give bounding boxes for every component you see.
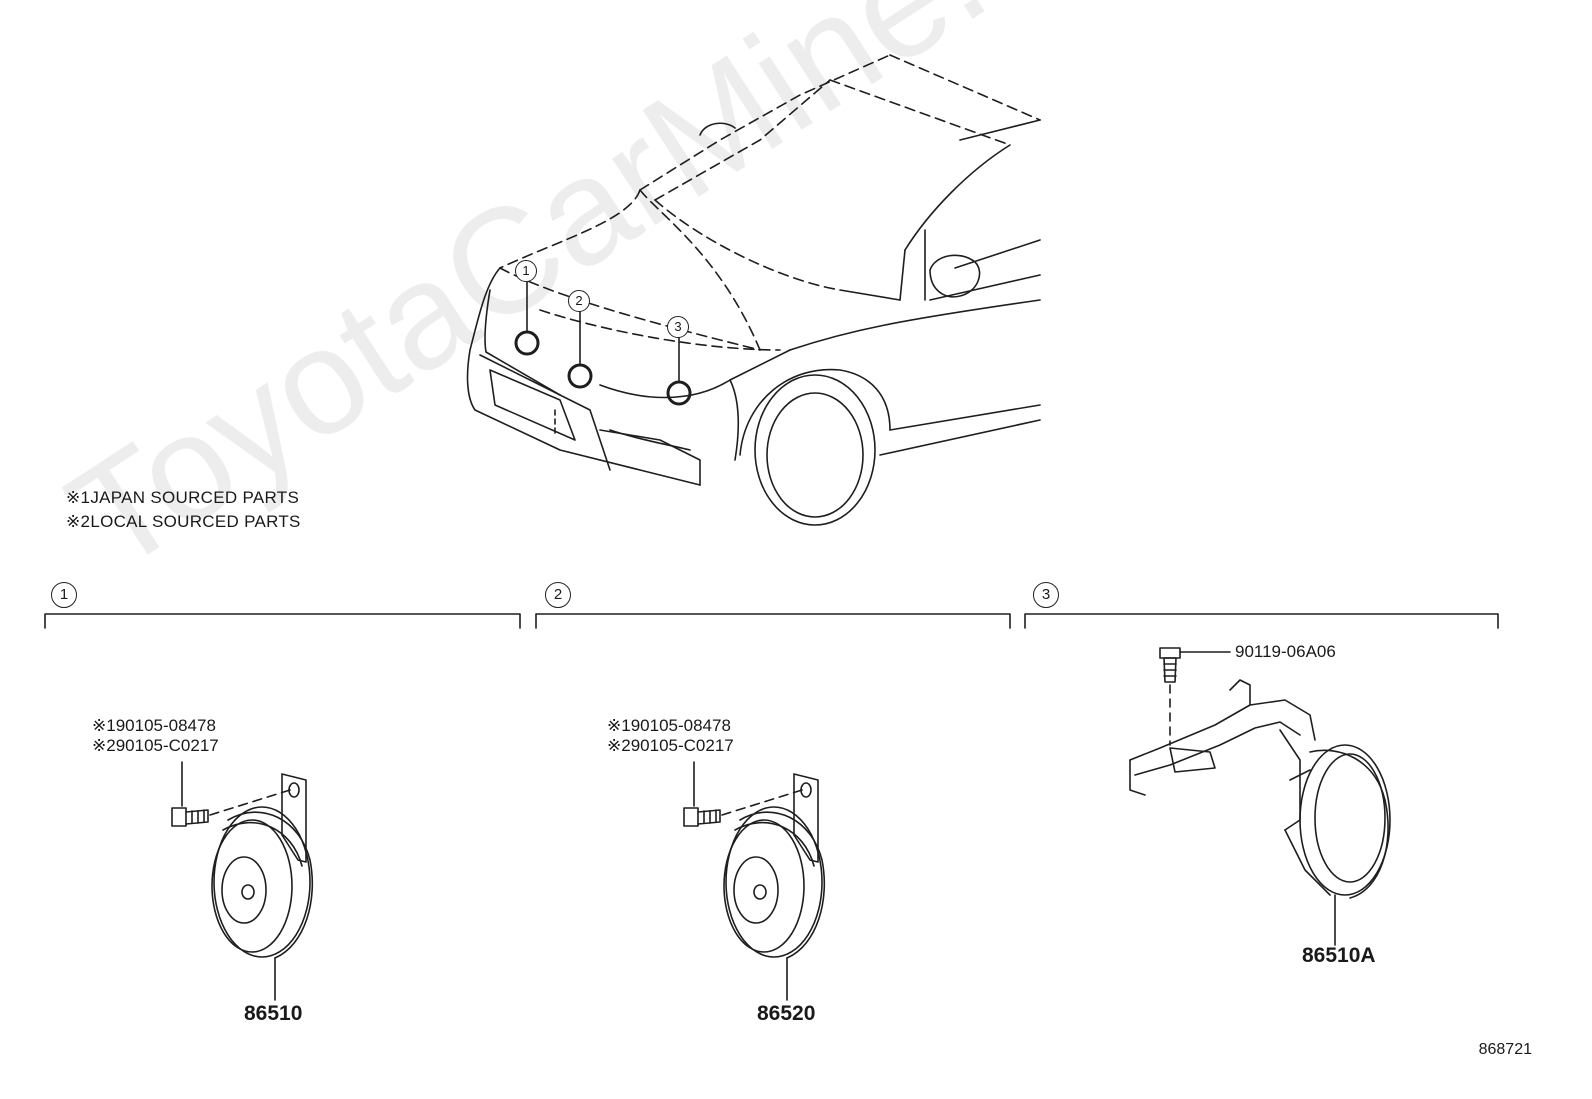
diagram-id: 868721 xyxy=(1478,1041,1532,1058)
section-3-horn-part[interactable]: 86510A xyxy=(1302,944,1376,967)
part-mark: ※2 xyxy=(92,736,116,755)
note-mark: ※2 xyxy=(66,512,91,531)
part-number: 90105-08478 xyxy=(115,716,216,735)
part-mark: ※1 xyxy=(92,716,116,735)
section-3-bolt-part[interactable]: 90119-06A06 xyxy=(1235,642,1336,662)
overview-callout-2[interactable]: 2 xyxy=(568,290,590,312)
note-text: JAPAN SOURCED PARTS xyxy=(90,488,300,507)
part-number: 90105-C0217 xyxy=(630,736,734,755)
part-number: 90105-C0217 xyxy=(115,736,219,755)
horn-1-drawing xyxy=(171,761,314,1001)
section-1-bolt-part-2[interactable]: ※290105-C0217 xyxy=(92,736,219,756)
section-2-horn-part[interactable]: 86520 xyxy=(757,1002,816,1025)
note-japan-sourced: ※1JAPAN SOURCED PARTS xyxy=(66,488,299,508)
overview-callout-3[interactable]: 3 xyxy=(667,316,689,338)
part-number: 90105-08478 xyxy=(630,716,731,735)
section-2-bolt-part-1[interactable]: ※190105-08478 xyxy=(607,716,731,736)
note-local-sourced: ※2LOCAL SOURCED PARTS xyxy=(66,512,301,532)
car-illustration xyxy=(466,54,1041,526)
section-2-bolt-part-2[interactable]: ※290105-C0217 xyxy=(607,736,734,756)
section-brackets xyxy=(44,613,1499,629)
part-mark: ※2 xyxy=(607,736,631,755)
section-1-horn-part[interactable]: 86510 xyxy=(244,1002,303,1025)
section-3-number[interactable]: 3 xyxy=(1033,582,1059,608)
note-mark: ※1 xyxy=(66,488,91,507)
part-number: 90119-06A06 xyxy=(1235,642,1336,661)
section-1-number[interactable]: 1 xyxy=(51,582,77,608)
section-1-bolt-part-1[interactable]: ※190105-08478 xyxy=(92,716,216,736)
part-mark: ※1 xyxy=(607,716,631,735)
overview-callout-1[interactable]: 1 xyxy=(515,260,537,282)
note-text: LOCAL SOURCED PARTS xyxy=(90,512,301,531)
horn-3-drawing xyxy=(1129,647,1391,946)
section-2-number[interactable]: 2 xyxy=(545,582,571,608)
horn-2-drawing xyxy=(683,761,826,1001)
